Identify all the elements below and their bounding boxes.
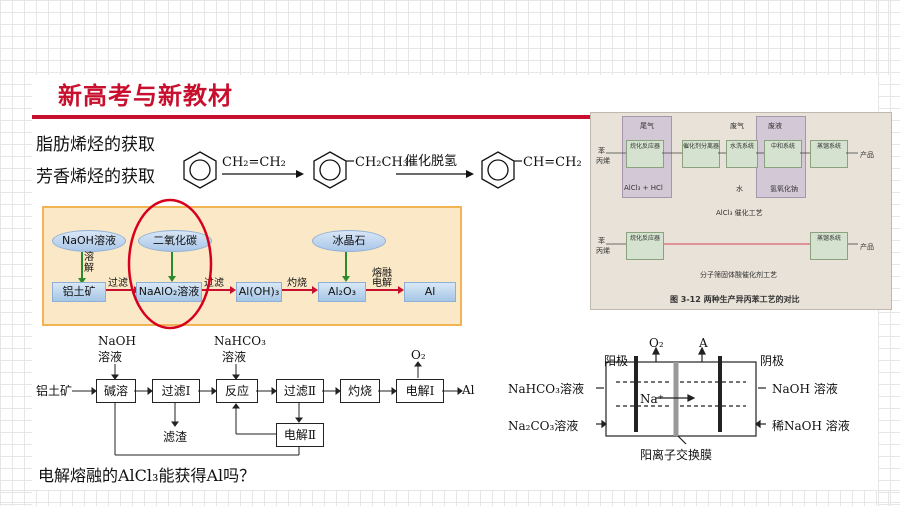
aromatic-olefin-line: 芳香烯烃的获取 bbox=[36, 167, 155, 187]
flow-o2: O₂ bbox=[411, 348, 426, 362]
flow-electrolysis-2: 电解Ⅱ bbox=[276, 423, 324, 447]
flow-naoh-solution: 溶液 bbox=[98, 350, 123, 364]
product-styrene: CH=CH₂ bbox=[523, 155, 582, 170]
photo-naoh: 氢氧化钠 bbox=[770, 185, 798, 193]
cell-naoh-output: NaOH 溶液 bbox=[772, 382, 838, 396]
photo-product-1: 产品 bbox=[860, 151, 874, 159]
title-underline bbox=[32, 115, 592, 119]
al-box: Al bbox=[404, 282, 456, 302]
photo-lines bbox=[606, 152, 858, 245]
aloh3-box: Al(OH)₃ bbox=[236, 282, 282, 302]
photo-catalyst-separator: 催化剂分离器 bbox=[682, 140, 720, 168]
photo-alkylation-1: 烷化反应器 bbox=[626, 140, 664, 168]
naalo2-box: NaAlO₂溶液 bbox=[136, 282, 202, 302]
question-text: 电解熔融的AlCl₃能获得Al吗？ bbox=[38, 466, 256, 485]
cell-a: A bbox=[699, 336, 708, 350]
calcine-label: 灼烧 bbox=[287, 278, 307, 289]
filter-label-2: 过滤 bbox=[204, 278, 224, 289]
reagent-ethylene: CH₂=CH₂ bbox=[222, 155, 286, 170]
photo-alkylation-2: 烷化反应器 bbox=[626, 232, 664, 260]
grid-background-left bbox=[0, 0, 32, 506]
grid-background-top bbox=[0, 0, 900, 75]
cell-dilute-naoh-input: 稀NaOH 溶液 bbox=[772, 419, 850, 433]
benzene-ring-3 bbox=[481, 151, 515, 189]
al2o3-box: Al₂O₃ bbox=[318, 282, 366, 302]
photo-distill-1: 蒸馏系统 bbox=[810, 140, 848, 168]
cell-anode-label: 阳极 bbox=[604, 354, 629, 368]
dehydrogenation-label: 催化脱氢 bbox=[405, 154, 458, 169]
electrolysis-label: 电解 bbox=[372, 278, 392, 289]
photo-distill-2: 蒸馏系统 bbox=[810, 232, 848, 260]
melt-label: 熔融 bbox=[372, 268, 392, 279]
highlight-ellipse bbox=[127, 198, 213, 330]
flow-calcine: 灼烧 bbox=[340, 379, 380, 403]
cell-membrane-label: 阳离子交换膜 bbox=[640, 448, 713, 462]
cell-cathode-label: 阴极 bbox=[760, 354, 785, 368]
alumina-flowchart-box bbox=[42, 206, 462, 326]
photo-label-zeolite-process: 分子筛固体酸催化剂工艺 bbox=[700, 271, 777, 279]
flow-al-product: Al bbox=[462, 383, 475, 397]
dissolve-label: 溶解 bbox=[84, 252, 94, 274]
co2-ellipse: 二氧化碳 bbox=[138, 230, 212, 252]
bauxite-box: 铝土矿 bbox=[52, 282, 106, 302]
photo-product-2: 产品 bbox=[860, 243, 874, 251]
flow-naoh: NaOH bbox=[98, 334, 136, 348]
cell-nahco3-output: NaHCO₃溶液 bbox=[508, 382, 584, 396]
benzene-ring-1 bbox=[183, 151, 217, 189]
cryolite-ellipse: 冰晶石 bbox=[312, 230, 386, 252]
slide-title: 新高考与新教材 bbox=[58, 82, 233, 110]
cell-na-ion: Na⁺ bbox=[640, 392, 664, 406]
photo-benzene-2: 苯 bbox=[598, 237, 605, 245]
process-flow-arrows bbox=[72, 361, 463, 456]
photo-water: 水 bbox=[736, 185, 743, 193]
photo-neutralize: 中和系统 bbox=[764, 140, 802, 168]
benzene-ring-2 bbox=[313, 151, 347, 189]
flow-filter-1: 过滤Ⅰ bbox=[152, 379, 200, 403]
photo-benzene-1: 苯 bbox=[598, 147, 605, 155]
flow-nahco3-solution: 溶液 bbox=[222, 350, 247, 364]
photo-propylene-1: 丙烯 bbox=[596, 157, 610, 165]
flow-residue: 滤渣 bbox=[163, 430, 188, 444]
naoh-solution-ellipse: NaOH溶液 bbox=[52, 230, 126, 252]
cell-na2co3-input: Na₂CO₃溶液 bbox=[508, 419, 579, 433]
photo-tail-gas: 尾气 bbox=[640, 122, 654, 130]
flow-nahco3: NaHCO₃ bbox=[214, 334, 266, 348]
flow-react: 反应 bbox=[216, 379, 258, 403]
reaction-scheme bbox=[183, 151, 522, 189]
orange-flow-arrows bbox=[78, 252, 404, 294]
photo-propylene-2: 丙烯 bbox=[596, 247, 610, 255]
cell-o2: O₂ bbox=[649, 336, 664, 350]
photo-waste-gas: 废气 bbox=[730, 122, 744, 130]
flow-bauxite: 铝土矿 bbox=[36, 384, 73, 398]
photo-waste-liquid: 废液 bbox=[768, 122, 782, 130]
product-ethylbenzene: CH₂CH₃ bbox=[355, 155, 408, 170]
filter-label-1: 过滤 bbox=[108, 278, 128, 289]
electrolysis-cell bbox=[596, 346, 766, 445]
photo-water-wash: 水洗系统 bbox=[726, 140, 758, 168]
grid-background-bottom bbox=[0, 490, 900, 506]
photo-label-alcl3-process: AlCl₃ 催化工艺 bbox=[716, 209, 763, 217]
photo-alcl3-hcl: AlCl₃ + HCl bbox=[624, 184, 663, 192]
photo-caption: 图 3-12 两种生产异丙苯工艺的对比 bbox=[670, 295, 800, 304]
flow-filter-2: 过滤Ⅱ bbox=[276, 379, 324, 403]
aliphatic-olefin-line: 脂肪烯烃的获取 bbox=[36, 135, 155, 155]
